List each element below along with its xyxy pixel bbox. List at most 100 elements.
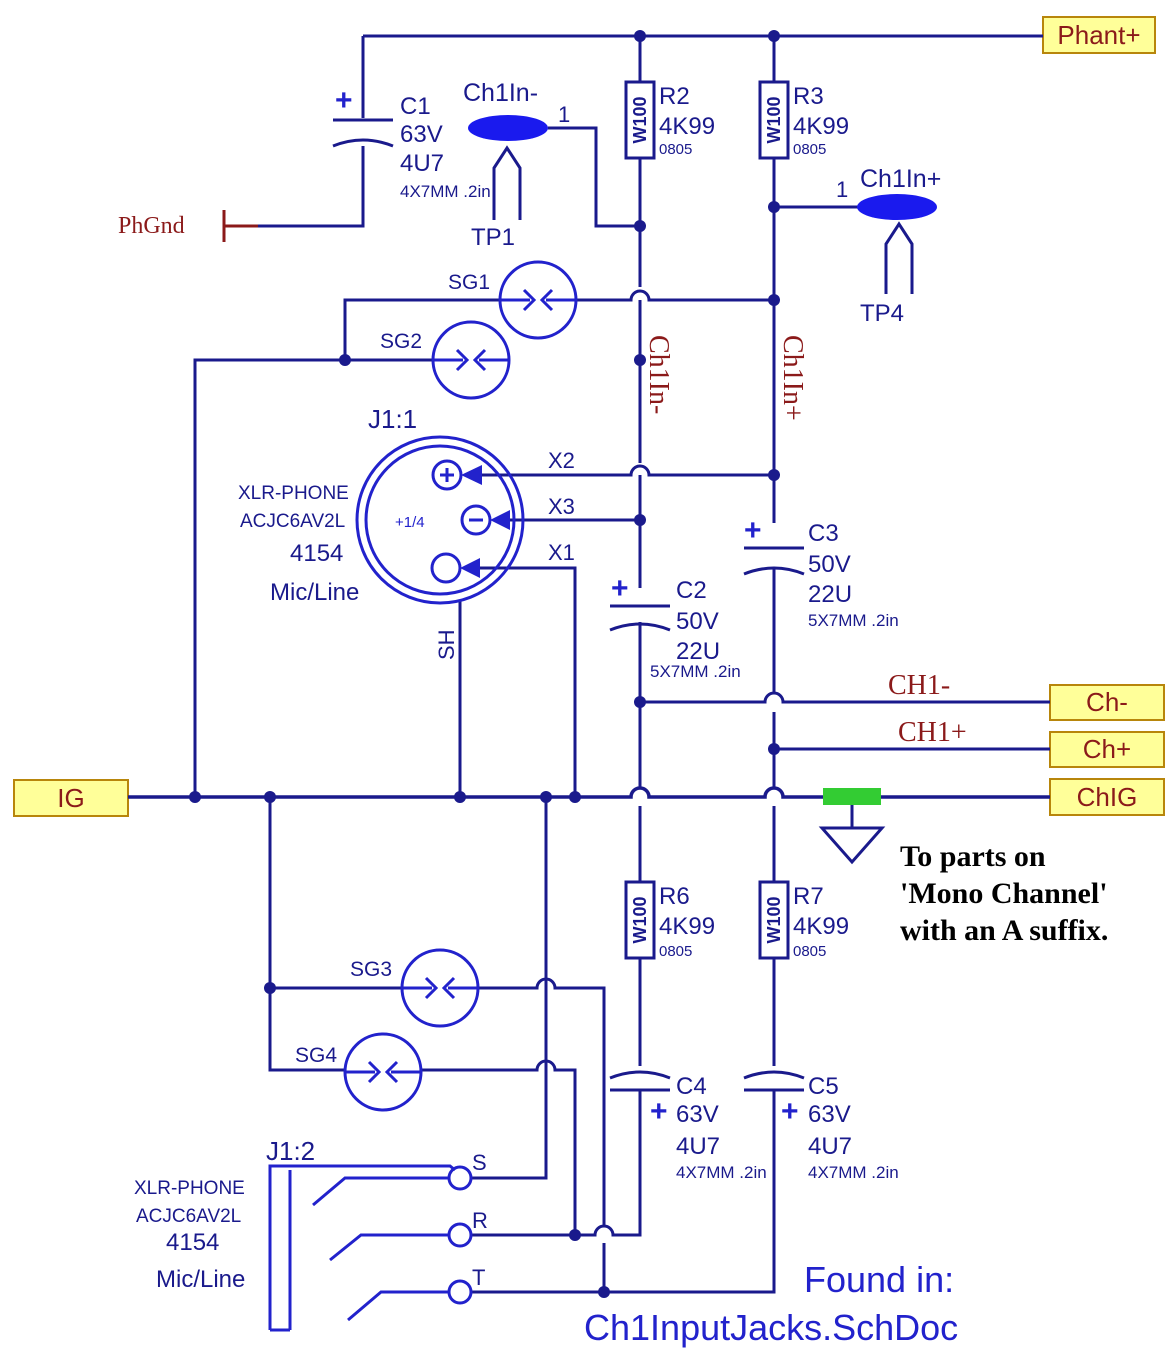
svg-text:X3: X3	[548, 494, 575, 519]
svg-text:ACJC6AV2L: ACJC6AV2L	[240, 511, 345, 532]
svg-text:50V: 50V	[676, 608, 719, 635]
svg-text:SG2: SG2	[380, 330, 422, 353]
svg-text:XLR-PHONE: XLR-PHONE	[134, 1178, 245, 1199]
svg-text:22U: 22U	[808, 581, 852, 608]
svg-text:Ch1InputJacks.SchDoc: Ch1InputJacks.SchDoc	[584, 1307, 958, 1348]
svg-text:4K99: 4K99	[659, 913, 715, 940]
svg-text:IG: IG	[57, 783, 84, 813]
capacitor-c1: + C1 63V 4U7 4X7MM .2in	[332, 84, 491, 201]
svg-text:1: 1	[558, 102, 570, 127]
svg-text:XLR-PHONE: XLR-PHONE	[238, 483, 349, 504]
svg-text:PhGnd: PhGnd	[118, 213, 185, 239]
resistor-r7: W100 R7 4K99 0805	[758, 880, 849, 960]
svg-text:4U7: 4U7	[676, 1133, 720, 1160]
testpoint-tp1: Ch1In- 1 TP1	[463, 79, 570, 251]
capacitor-c5: + C5 63V 4U7 4X7MM .2in	[743, 1070, 899, 1182]
svg-text:0805: 0805	[659, 943, 692, 960]
svg-text:63V: 63V	[808, 1101, 851, 1128]
svg-text:4K99: 4K99	[793, 113, 849, 140]
svg-text:5X7MM .2in: 5X7MM .2in	[808, 611, 899, 630]
svg-text:Mic/Line: Mic/Line	[156, 1266, 245, 1293]
ground-symbol	[818, 788, 886, 865]
svg-text:Ch+: Ch+	[1083, 734, 1131, 764]
svg-text:4U7: 4U7	[400, 150, 444, 177]
svg-text:Ch1In-: Ch1In-	[463, 79, 538, 107]
port-ch-minus: Ch-	[1049, 684, 1165, 721]
svg-text:W100: W100	[630, 896, 650, 943]
svg-text:1: 1	[836, 177, 848, 202]
wires-top	[193, 34, 1043, 797]
spark-gap-sg4: SG4	[295, 1032, 423, 1112]
capacitor-c4: + C4 63V 4U7 4X7MM .2in	[609, 1070, 767, 1182]
svg-text:4154: 4154	[166, 1229, 219, 1256]
junctions-mid	[189, 696, 780, 803]
junctions-top	[339, 30, 780, 526]
svg-text:R: R	[472, 1208, 488, 1233]
svg-text:C5: C5	[808, 1073, 839, 1100]
svg-text:W100: W100	[630, 96, 650, 143]
capacitor-c3: + C3 50V 22U 5X7MM .2in	[743, 514, 899, 630]
svg-text:0805: 0805	[793, 141, 826, 158]
found-in-note: Found in: Ch1InputJacks.SchDoc	[584, 1259, 958, 1348]
svg-text:with an A suffix.: with an A suffix.	[900, 914, 1108, 947]
testpoint-tp4: Ch1In+ 1 TP4	[836, 165, 941, 327]
wires-mid	[128, 567, 1050, 882]
net-label-ch1-minus: CH1-	[888, 670, 950, 701]
svg-text:S: S	[472, 1150, 487, 1175]
svg-text:+: +	[781, 1095, 799, 1128]
svg-text:SG1: SG1	[448, 271, 490, 294]
svg-text:+: +	[611, 572, 629, 605]
svg-text:R3: R3	[793, 83, 824, 110]
svg-text:J1:2: J1:2	[266, 1136, 315, 1166]
net-label-ch1in-plus: Ch1In+	[777, 335, 808, 421]
svg-text:ACJC6AV2L: ACJC6AV2L	[136, 1206, 241, 1227]
port-chig: ChIG	[1049, 778, 1165, 816]
svg-text:W100: W100	[764, 96, 784, 143]
svg-text:C2: C2	[676, 577, 707, 604]
svg-text:4X7MM .2in: 4X7MM .2in	[808, 1163, 899, 1182]
svg-text:0805: 0805	[659, 141, 692, 158]
svg-text:4K99: 4K99	[793, 913, 849, 940]
svg-text:4X7MM .2in: 4X7MM .2in	[400, 182, 491, 201]
svg-text:Ch1In+: Ch1In+	[860, 165, 941, 193]
svg-text:R7: R7	[793, 883, 824, 910]
resistor-r2: W100 R2 4K99 0805	[624, 80, 715, 160]
port-ig: IG	[13, 779, 129, 817]
svg-text:To parts on: To parts on	[900, 840, 1046, 873]
svg-text:63V: 63V	[676, 1101, 719, 1128]
junctions-bottom	[264, 982, 610, 1298]
svg-text:SG3: SG3	[350, 958, 392, 981]
svg-text:TP4: TP4	[860, 300, 904, 327]
svg-text:R2: R2	[659, 83, 690, 110]
svg-text:63V: 63V	[400, 121, 443, 148]
svg-text:R6: R6	[659, 883, 690, 910]
net-label-ch1in-minus: Ch1In-	[643, 335, 674, 414]
svg-text:ChIG: ChIG	[1077, 782, 1138, 812]
svg-text:4K99: 4K99	[659, 113, 715, 140]
svg-text:W100: W100	[764, 896, 784, 943]
spark-gap-sg2: SG2	[380, 320, 511, 400]
svg-text:X1: X1	[548, 540, 575, 565]
net-label-ch1-plus: CH1+	[898, 717, 967, 748]
svg-text:C3: C3	[808, 520, 839, 547]
svg-text:4U7: 4U7	[808, 1133, 852, 1160]
svg-text:Mic/Line: Mic/Line	[270, 579, 359, 606]
svg-text:50V: 50V	[808, 551, 851, 578]
wires-bottom	[268, 797, 776, 1294]
spark-gap-sg3: SG3	[350, 948, 480, 1028]
svg-text:Found in:: Found in:	[804, 1259, 954, 1300]
svg-text:5X7MM .2in: 5X7MM .2in	[650, 662, 741, 681]
port-ch-plus: Ch+	[1049, 731, 1165, 768]
capacitor-c2: + C2 50V 22U 5X7MM .2in	[609, 572, 741, 681]
svg-text:C1: C1	[400, 93, 431, 120]
svg-text:+: +	[650, 1095, 668, 1128]
svg-text:SH: SH	[434, 629, 459, 660]
svg-text:4154: 4154	[290, 540, 343, 567]
port-phant: Phant+	[1042, 16, 1156, 54]
resistor-r3: W100 R3 4K99 0805	[758, 80, 849, 160]
svg-text:+1/4: +1/4	[395, 514, 425, 531]
svg-text:4X7MM .2in: 4X7MM .2in	[676, 1163, 767, 1182]
resistor-r6: W100 R6 4K99 0805	[624, 880, 715, 960]
